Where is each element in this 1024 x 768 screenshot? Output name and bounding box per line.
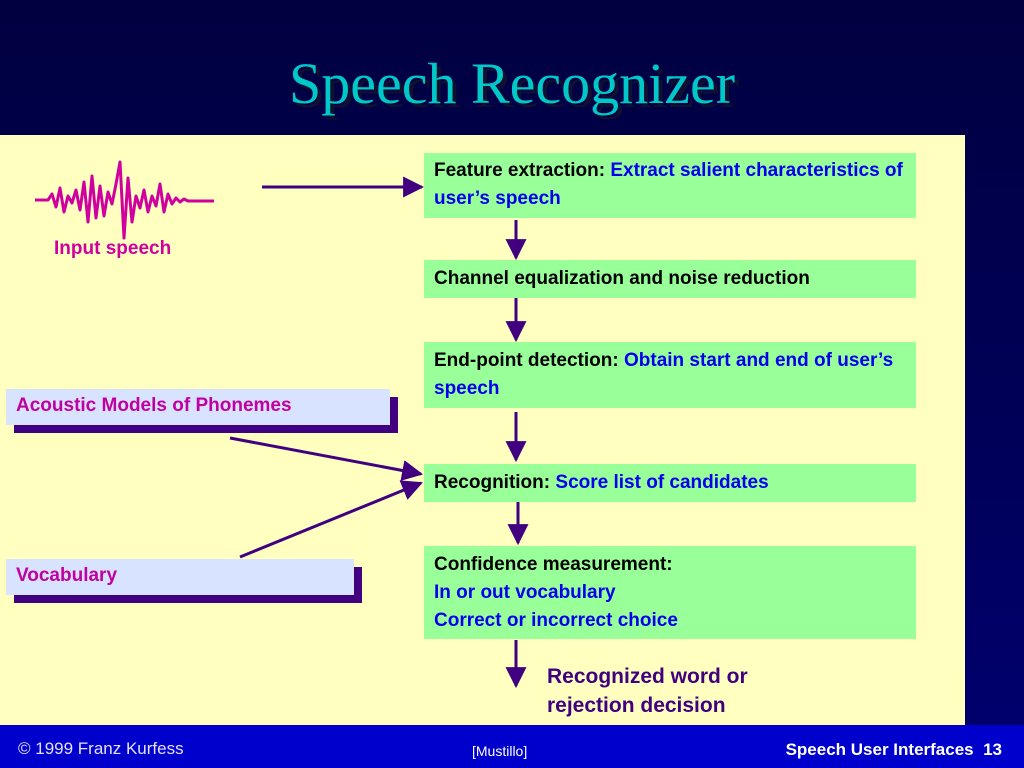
step-label: Feature extraction: <box>434 160 606 181</box>
input-speech-waveform <box>35 160 214 240</box>
input-speech-label: Input speech <box>54 238 172 259</box>
step-label: Channel equalization and noise reduction <box>434 268 810 289</box>
step-feature-extraction: Feature extraction: Extract salient char… <box>424 153 916 218</box>
step-recognition: Recognition: Score list of candidates <box>424 464 916 502</box>
slide-footer: © 1999 Franz Kurfess [Mustillo] Speech U… <box>0 725 1024 768</box>
vocabulary-label: Vocabulary <box>16 565 118 586</box>
step-label: End-point detection: <box>434 350 619 371</box>
recognition-result: Recognized word or rejection decision <box>547 662 748 720</box>
result-line1: Recognized word or <box>547 665 748 688</box>
footer-course: Speech User Interfaces <box>785 740 974 759</box>
arrow-vocabulary-to-recognition <box>239 480 423 559</box>
step-confidence-measurement: Confidence measurement: In or out vocabu… <box>424 546 916 639</box>
slide-title: Speech Recognizer <box>288 51 736 116</box>
result-line2: rejection decision <box>547 694 726 717</box>
footer-page-number: 13 <box>983 740 1002 759</box>
step-label: Recognition: <box>434 472 551 493</box>
step-detail-line2: Correct or incorrect choice <box>434 610 678 631</box>
step-end-point-detection: End-point detection: Obtain start and en… <box>424 342 916 408</box>
step-label: Confidence measurement: <box>434 554 673 575</box>
acoustic-models-box: Acoustic Models of Phonemes <box>6 389 390 425</box>
footer-source: [Mustillo] <box>472 743 528 759</box>
arrow-acoustic-to-recognition <box>229 436 424 481</box>
step-detail: Extract salient characteristics of user’… <box>434 160 903 209</box>
step-detail: Score list of candidates <box>555 472 769 493</box>
acoustic-models-label: Acoustic Models of Phonemes <box>16 395 292 416</box>
footer-course-page: Speech User Interfaces 13 <box>786 740 1002 760</box>
footer-copyright: © 1999 Franz Kurfess <box>18 739 184 758</box>
step-channel-equalization: Channel equalization and noise reduction <box>424 260 916 298</box>
step-detail-line1: In or out vocabulary <box>434 582 616 603</box>
step-detail: Obtain start and end of user’s speech <box>434 350 894 399</box>
vocabulary-box: Vocabulary <box>6 559 354 595</box>
